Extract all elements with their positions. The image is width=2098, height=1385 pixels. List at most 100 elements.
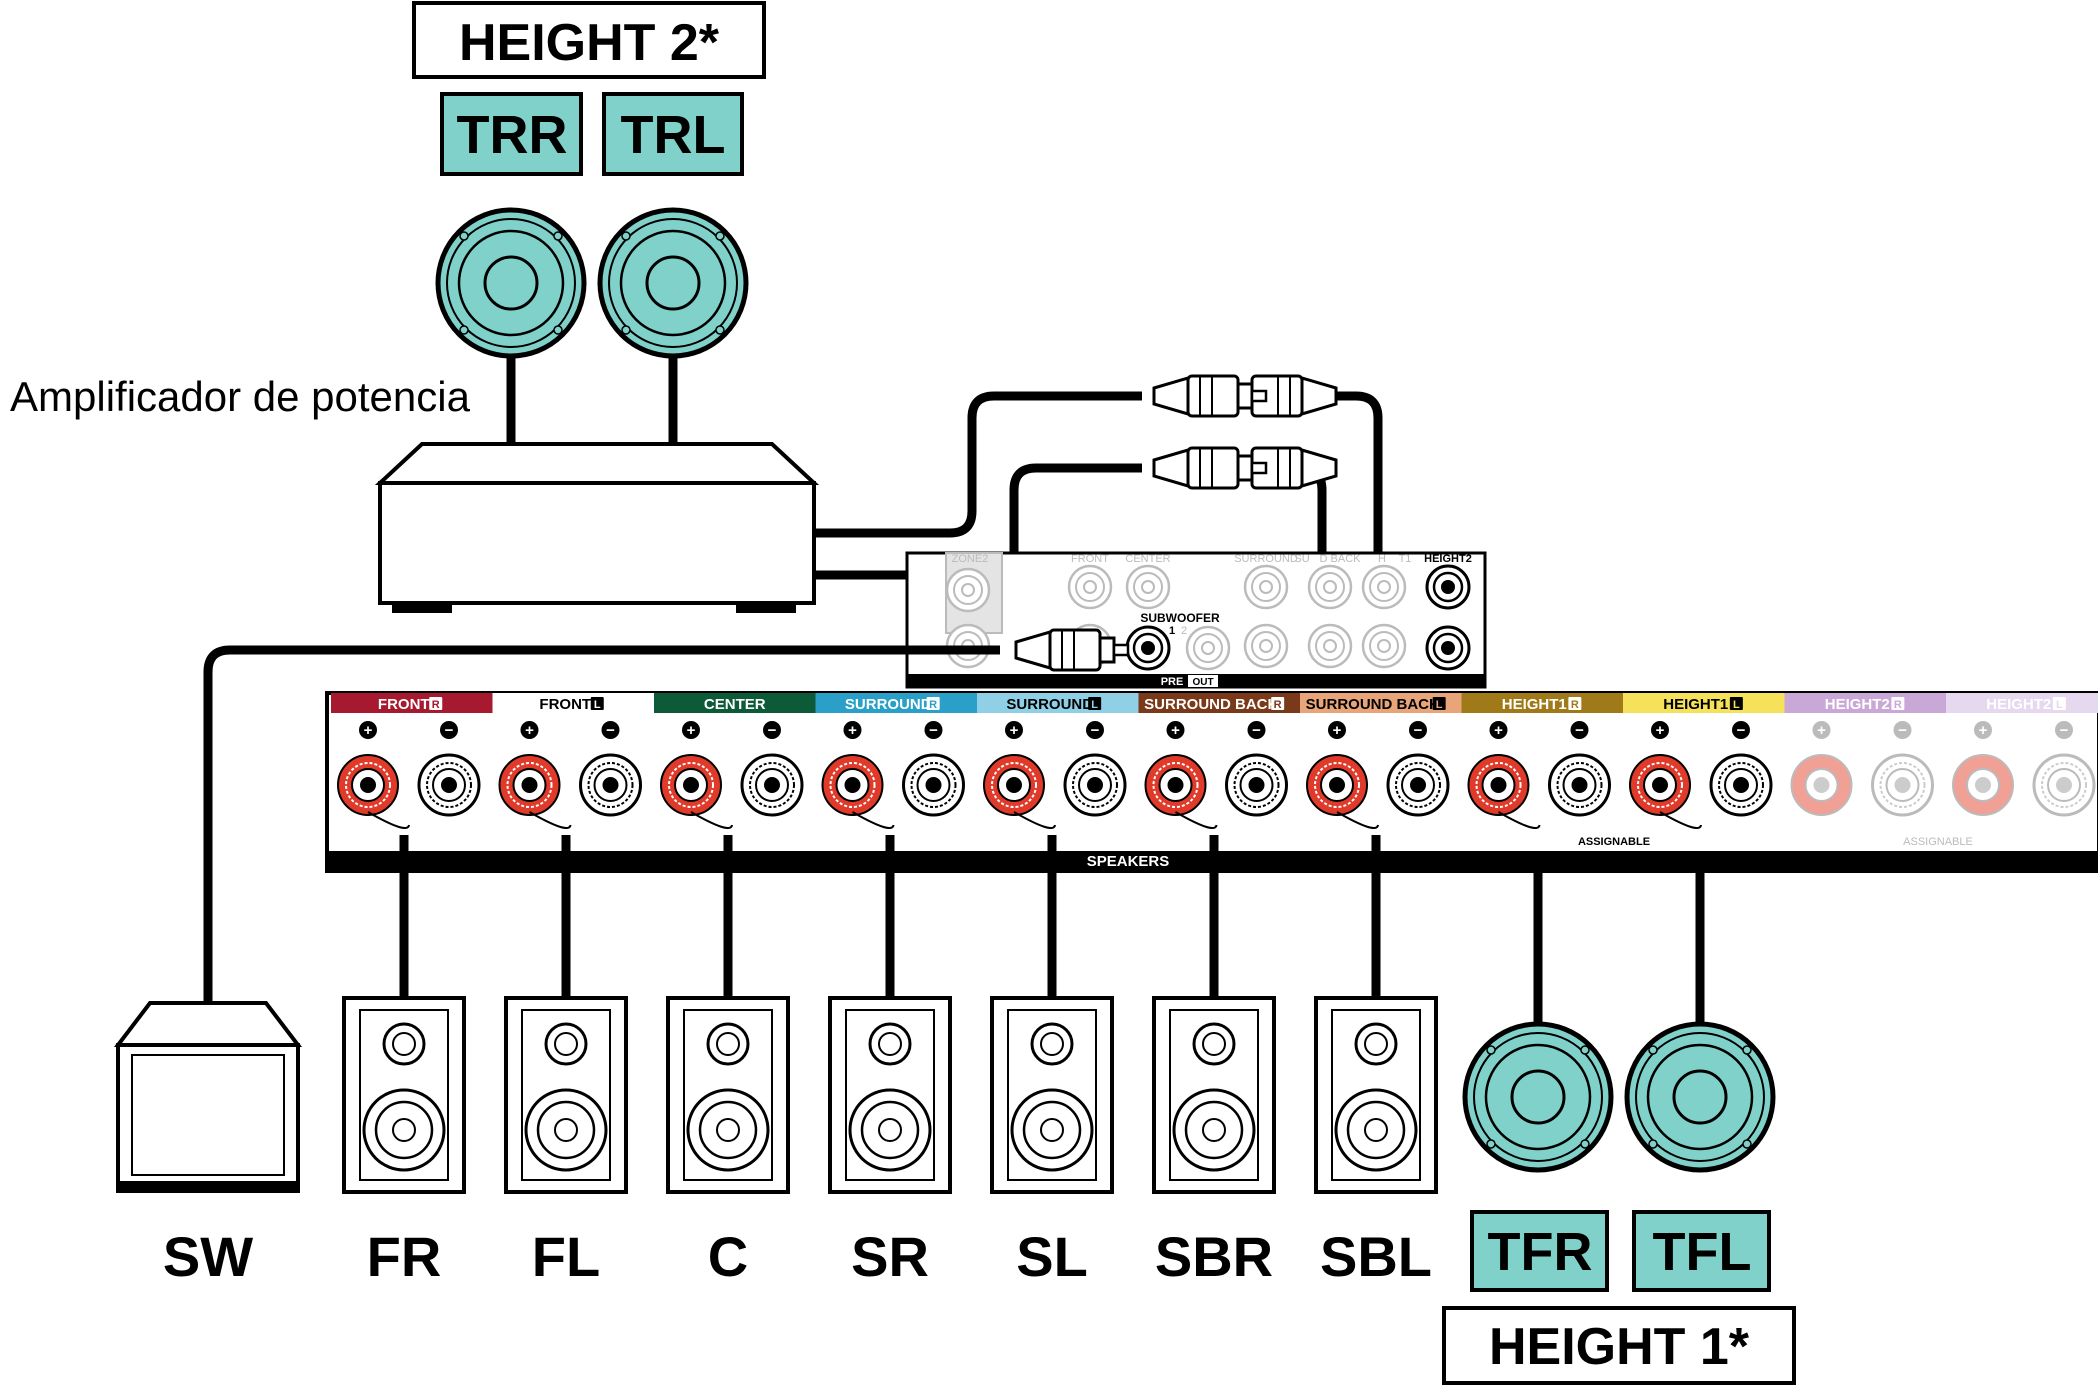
subwoofer-jack [1125, 625, 1171, 671]
negative-post-icon [1709, 753, 1773, 817]
svg-text:H: H [1378, 553, 1386, 565]
terminal-label: FRONT [378, 696, 430, 713]
sr-speaker-icon [828, 996, 952, 1194]
preout-height2-l-jack [1425, 564, 1471, 610]
svg-text:R: R [929, 699, 937, 711]
sbl-speaker-icon [1314, 996, 1438, 1194]
height2-group-box [412, 1, 766, 79]
svg-text:R: R [432, 699, 440, 711]
positive-post-icon [1790, 754, 1853, 816]
terminal-label: SURROUND [1006, 696, 1093, 713]
svg-text:−: − [1737, 722, 1746, 739]
positive-post-icon [821, 754, 884, 816]
preout-height2-r-jack [1425, 625, 1471, 671]
subwoofer-label: SUBWOOFER [1140, 611, 1220, 625]
svg-text:OUT: OUT [1192, 677, 1213, 688]
trl-speaker-icon [600, 210, 746, 356]
svg-text:ZONE2: ZONE2 [952, 553, 989, 565]
terminal-label: HEIGHT2 [1986, 696, 2051, 713]
terminal-label: HEIGHT2 [1825, 696, 1890, 713]
positive-post-icon [1306, 754, 1368, 816]
svg-text:−: − [1898, 722, 1907, 739]
fl-label: FL [532, 1225, 600, 1288]
sbr-speaker-icon [1152, 996, 1276, 1194]
svg-text:+: + [687, 722, 696, 739]
svg-text:L: L [1436, 699, 1443, 711]
subwoofer-icon [113, 1001, 303, 1193]
tfr-label-box [1470, 1210, 1609, 1292]
svg-text:SU: SU [1294, 553, 1309, 565]
positive-post-icon [660, 754, 722, 816]
svg-text:−: − [1575, 722, 1584, 739]
negative-post-icon [1548, 753, 1611, 817]
tfl-label-box [1632, 1210, 1771, 1292]
tfl-speaker-icon [1627, 1024, 1773, 1170]
svg-text:2: 2 [1181, 625, 1187, 637]
svg-text:+: + [1817, 722, 1826, 739]
svg-text:+: + [1333, 722, 1342, 739]
sr-label: SR [851, 1225, 929, 1288]
preout-panel: ZONE2 FRONT CENTER SURROUND SU D BACK H … [905, 551, 1487, 689]
power-amplifier-icon [374, 442, 820, 613]
positive-post-icon [1467, 754, 1530, 816]
negative-post-icon [1871, 753, 1934, 817]
svg-text:−: − [2060, 722, 2069, 739]
c-label: C [708, 1225, 748, 1288]
svg-text:L: L [594, 699, 601, 711]
svg-text:R: R [1274, 699, 1282, 711]
negative-post-icon [1386, 753, 1450, 817]
svg-text:+: + [1494, 722, 1503, 739]
positive-post-icon [498, 754, 561, 816]
svg-text:−: − [929, 722, 938, 739]
sbl-label: SBL [1320, 1225, 1432, 1288]
trl-label-box [602, 92, 744, 176]
terminal-label: CENTER [704, 696, 766, 713]
svg-text:R: R [1894, 699, 1902, 711]
trr-speaker-icon [438, 210, 584, 356]
negative-post-icon [2032, 753, 2096, 817]
svg-text:ASSIGNABLE: ASSIGNABLE [1578, 836, 1650, 848]
height2-group-label: HEIGHT 2* [459, 14, 720, 72]
trr-label-box [440, 92, 583, 176]
svg-text:1: 1 [1169, 625, 1175, 637]
svg-text:+: + [364, 722, 373, 739]
svg-text:+: + [1171, 722, 1180, 739]
svg-text:−: − [606, 722, 615, 739]
fr-speaker-icon [342, 996, 466, 1194]
terminal-label: SURROUND BACK [1306, 696, 1440, 713]
svg-text:+: + [525, 722, 534, 739]
terminal-center-c: CENTER+− [654, 693, 816, 829]
negative-post-icon [740, 753, 804, 817]
positive-post-icon [1629, 754, 1691, 816]
svg-text:−: − [1414, 722, 1423, 739]
svg-text:CENTER: CENTER [1125, 553, 1170, 565]
svg-text:FRONT: FRONT [1071, 553, 1109, 565]
svg-text:T1: T1 [1399, 553, 1412, 565]
terminal-height2-r: HEIGHT2 R + − [1784, 693, 1946, 817]
terminal-label: HEIGHT1 [1502, 696, 1567, 713]
svg-text:L: L [2056, 699, 2063, 711]
terminal-label: SURROUND [845, 696, 932, 713]
preout-height2-label: HEIGHT2 [1424, 553, 1472, 565]
height1-group-label: HEIGHT 1* [1489, 1318, 1750, 1376]
terminal-label: SURROUND BACK [1144, 696, 1278, 713]
negative-post-icon [1225, 753, 1288, 817]
amplifier-label: Amplificador de potencia [10, 373, 471, 420]
sw-label: SW [163, 1225, 253, 1288]
svg-text:PRE: PRE [1161, 676, 1184, 688]
trl-label: TRL [621, 105, 726, 165]
speakers-label: SPEAKERS [1087, 853, 1170, 870]
terminal-label: HEIGHT1 [1663, 696, 1728, 713]
negative-post-icon [902, 753, 965, 817]
sbr-label: SBR [1155, 1225, 1273, 1288]
svg-text:−: − [445, 722, 454, 739]
